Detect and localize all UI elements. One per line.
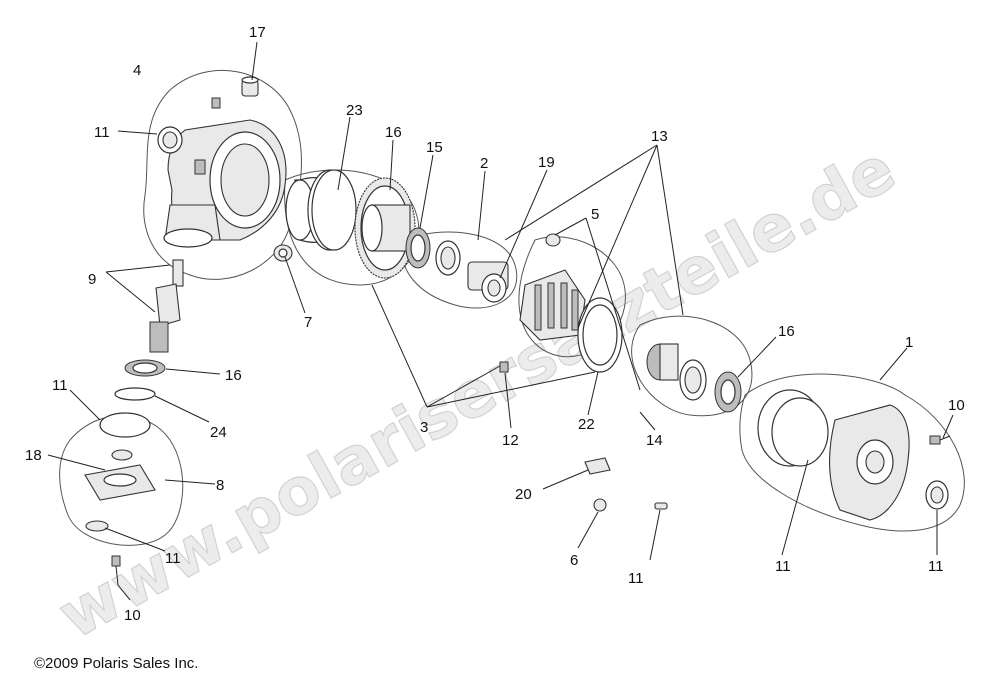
- part-10-bolt-right: [929, 435, 951, 445]
- part-11-seal-a: [157, 126, 183, 154]
- callout-11-top-left: 11: [94, 124, 110, 141]
- part-16-bearing-a: [405, 227, 431, 269]
- callout-6: 4: [133, 62, 141, 79]
- group-outline-housing-6: [143, 69, 303, 280]
- part-4-nut: [593, 498, 607, 512]
- callout-11-bottom-mid: 11: [775, 558, 791, 575]
- part-11-seal-right: [925, 480, 949, 510]
- callout-23: 24: [210, 424, 227, 441]
- part-16-bearing-b: [714, 371, 742, 413]
- callout-13: 13: [651, 128, 668, 145]
- leader-lines: [47, 41, 954, 601]
- part-10-bolt-left: [111, 555, 121, 586]
- part-2-bearing: [435, 240, 509, 303]
- part-11-oring: [99, 412, 151, 438]
- callout-10-right: 10: [948, 397, 965, 414]
- part-17-ring-gear: [354, 177, 416, 279]
- part-8-cover: [84, 449, 156, 501]
- part-12-pin: [499, 361, 509, 373]
- part-21-ring: [285, 169, 357, 251]
- part-18-plug: [241, 76, 259, 97]
- callouts: 17 4 11 23 16 15 2 19 13 5 9 7 16 1 16 1…: [25, 24, 965, 624]
- part-15-stud: [654, 502, 668, 510]
- callout-18: 17: [249, 24, 266, 41]
- callout-20: 19: [538, 154, 555, 171]
- part-9-pinion-shaft: [149, 259, 184, 353]
- callout-2: 2: [480, 155, 488, 172]
- callout-16-right: 16: [778, 323, 795, 340]
- callout-5: 5: [591, 206, 599, 223]
- callout-14: 14: [646, 432, 663, 449]
- copyright-text: ©2009 Polaris Sales Inc.: [34, 655, 199, 672]
- callout-4: 6: [570, 552, 578, 569]
- group-outline-cover-1: [739, 373, 965, 532]
- callout-24: 20: [515, 486, 532, 503]
- part-1-cover: [757, 389, 910, 521]
- part-22-plate: [577, 297, 623, 373]
- part-5-clutch-cage: [519, 233, 586, 341]
- callout-16-top: 15: [426, 139, 443, 156]
- callout-21: 23: [346, 102, 363, 119]
- callout-11-left: 11: [52, 377, 68, 394]
- part-23-ring: [114, 387, 156, 401]
- part-11-seal-b: [85, 520, 109, 532]
- callout-15: 11: [628, 570, 644, 587]
- callout-16-left: 16: [225, 367, 242, 384]
- callout-17: 16: [385, 124, 402, 141]
- callout-1: 1: [905, 334, 913, 351]
- callout-3: 3: [420, 419, 428, 436]
- callout-11-bottom-left: 11: [165, 550, 181, 567]
- callout-7: 7: [304, 314, 312, 331]
- callout-12: 12: [502, 432, 519, 449]
- callout-22: 22: [578, 416, 595, 433]
- callout-9: 9: [88, 271, 96, 288]
- part-16-bearing-c: [124, 359, 166, 377]
- callout-11-bottom-right: 11: [928, 558, 944, 575]
- callout-10-left: 10: [124, 607, 141, 624]
- parts: [84, 76, 951, 586]
- group-outlines: [59, 69, 965, 546]
- part-7-plug: [273, 244, 293, 262]
- part-14-spline: [646, 343, 707, 401]
- callout-19: 18: [25, 447, 42, 464]
- group-outline-ring-gear: [284, 169, 420, 286]
- group-outline-bearing-2: [402, 231, 518, 309]
- part-24-clip: [584, 457, 611, 475]
- callout-8: 8: [216, 477, 224, 494]
- part-6-housing: [163, 97, 287, 248]
